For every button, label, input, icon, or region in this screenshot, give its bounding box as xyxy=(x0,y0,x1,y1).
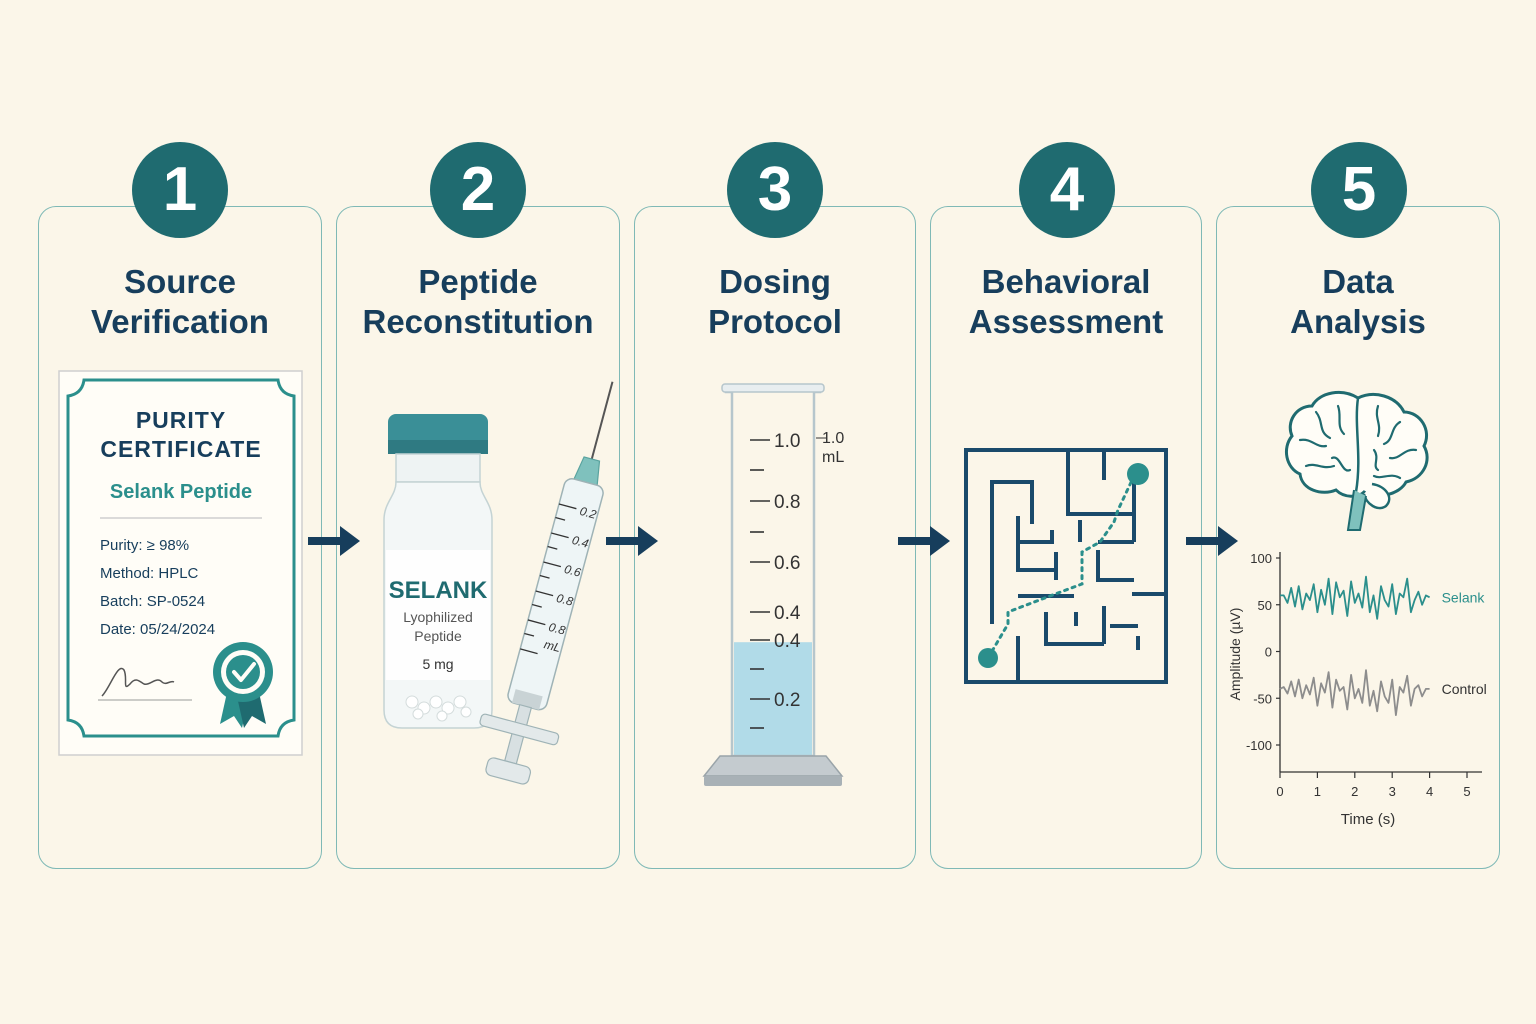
award-seal-icon xyxy=(213,642,273,728)
certificate-heading-line1: PURITY xyxy=(136,407,226,433)
syringe-tick-5: 0.8 xyxy=(547,620,567,638)
cylinder-top-label-line1: 1.0 xyxy=(822,430,844,447)
step-title-3: Dosing Protocol xyxy=(708,263,842,340)
legend-label-selank: Selank xyxy=(1442,589,1486,605)
y-tick-label: -50 xyxy=(1253,691,1272,706)
cylinder-tick-5: 0.4 xyxy=(774,631,801,652)
y-tick-label: 50 xyxy=(1258,598,1272,613)
cylinder-tick-2: 0.8 xyxy=(774,492,800,513)
syringe-unit: mL xyxy=(542,637,562,655)
step-number-5: 5 xyxy=(1311,142,1407,238)
vial-amount: 5 mg xyxy=(422,656,453,672)
maze-path xyxy=(986,474,1136,660)
step-card-3 xyxy=(634,206,916,869)
powder-granules xyxy=(405,695,472,722)
x-tick-label: 5 xyxy=(1463,784,1470,799)
cylinder-tick-6: 0.2 xyxy=(774,690,800,711)
maze-end-dot xyxy=(1127,463,1149,485)
cylinder-tick-4: 0.4 xyxy=(774,603,801,624)
certificate-product: Selank Peptide xyxy=(110,481,252,503)
x-tick-label: 1 xyxy=(1314,784,1321,799)
y-tick-label: 100 xyxy=(1250,551,1272,566)
maze-icon xyxy=(964,448,1168,684)
eeg-chart: Amplitude (µV) Time (s) 100 50 0 -50 -100 0 1… xyxy=(1227,551,1487,828)
arrow-right-icon xyxy=(308,526,360,556)
purity-certificate: PURITY CERTIFICATE Selank Peptide Purity… xyxy=(58,370,303,756)
vial-line1: Lyophilized xyxy=(403,609,473,625)
legend-label-control: Control xyxy=(1442,681,1487,697)
arrow-right-icon xyxy=(1186,526,1238,556)
syringe-tick-4: 0.8 xyxy=(555,591,575,609)
step-number-1: 1 xyxy=(132,142,228,238)
syringe-icon: 0.2 0.4 0.6 0.8 0.8 mL xyxy=(479,381,614,785)
x-tick-label: 3 xyxy=(1389,784,1396,799)
certificate-batch: Batch: SP-0524 xyxy=(100,593,205,610)
maze-start-dot xyxy=(978,648,998,668)
brain-icon xyxy=(1284,390,1429,531)
y-tick-label: 0 xyxy=(1265,645,1272,660)
certificate-purity: Purity: ≥ 98% xyxy=(100,537,189,554)
graduated-cylinder-icon: 1.0 0.8 0.6 0.4 0.4 0.2 1.0 mL xyxy=(702,383,844,786)
certificate-method: Method: HPLC xyxy=(100,565,199,582)
series-line-selank xyxy=(1280,575,1431,620)
y-tick-label: -100 xyxy=(1246,738,1272,753)
syringe-tick-2: 0.4 xyxy=(570,533,590,551)
arrow-right-icon xyxy=(606,526,658,556)
step-title-1: Source Verification xyxy=(91,263,269,340)
step-title-5: Data Analysis xyxy=(1290,263,1426,340)
vial-name: SELANK xyxy=(389,577,488,604)
cylinder-tick-1: 1.0 xyxy=(774,431,800,452)
step-number-3: 3 xyxy=(727,142,823,238)
certificate-date: Date: 05/24/2024 xyxy=(100,621,215,638)
series-line-control xyxy=(1279,669,1430,717)
step-title-2: Peptide Reconstitution xyxy=(362,263,594,340)
cylinder-top-label-line2: mL xyxy=(822,449,844,466)
cylinder-tick-3: 0.6 xyxy=(774,553,800,574)
step-card-5 xyxy=(1216,206,1500,869)
syringe-tick-3: 0.6 xyxy=(563,562,583,580)
chart-xlabel: Time (s) xyxy=(1341,811,1395,828)
x-tick-label: 4 xyxy=(1426,784,1433,799)
arrow-right-icon xyxy=(898,526,950,556)
step-number-2: 2 xyxy=(430,142,526,238)
syringe-tick-1: 0.2 xyxy=(578,504,598,522)
chart-ylabel: Amplitude (µV) xyxy=(1227,608,1243,701)
x-tick-label: 2 xyxy=(1351,784,1358,799)
x-tick-label: 0 xyxy=(1276,784,1283,799)
step-card-4 xyxy=(930,206,1202,869)
certificate-heading-line2: CERTIFICATE xyxy=(100,436,261,462)
peptide-vial: SELANK Lyophilized Peptide 5 mg xyxy=(383,414,493,729)
step-number-4: 4 xyxy=(1019,142,1115,238)
signature-mark xyxy=(101,667,175,697)
step-title-4: Behavioral Assessment xyxy=(968,263,1164,340)
vial-line2: Peptide xyxy=(414,628,462,644)
